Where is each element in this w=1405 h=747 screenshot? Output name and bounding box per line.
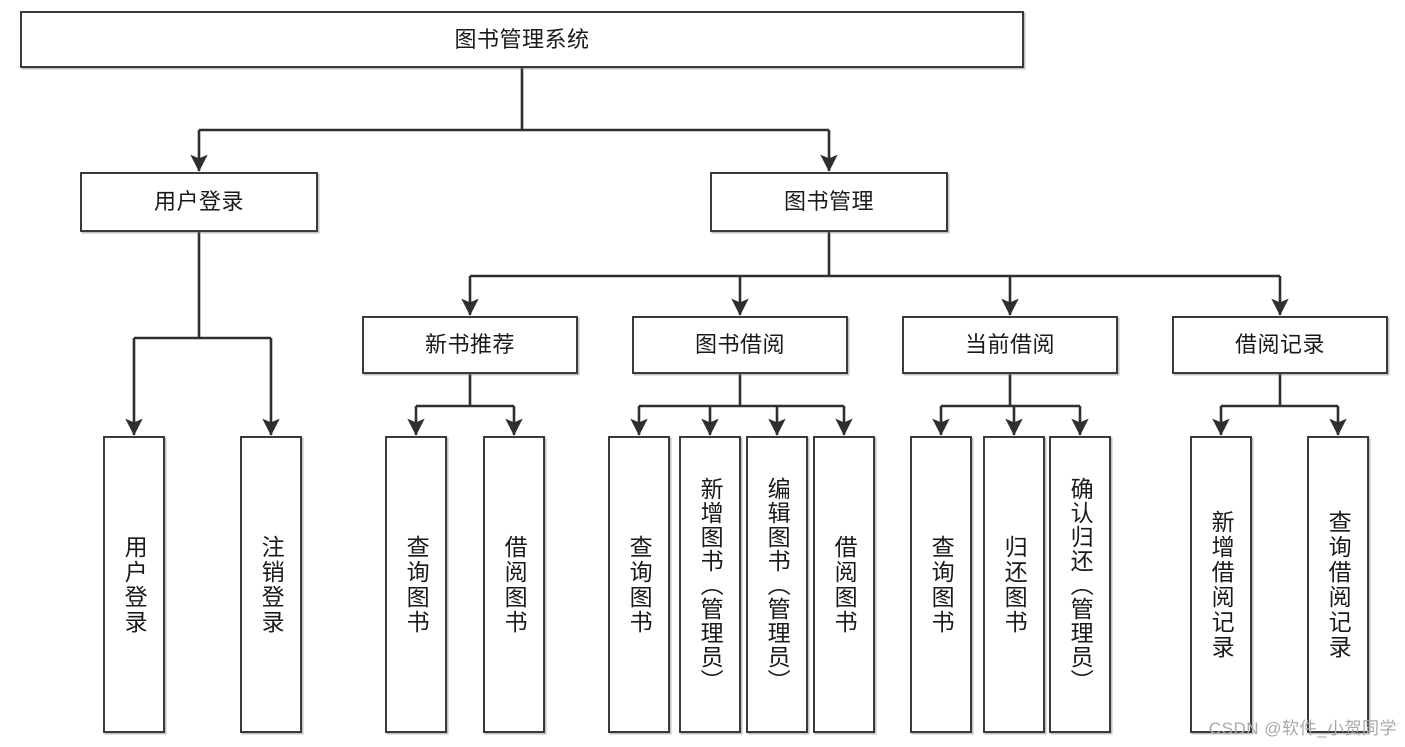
node-leaf-user-login[interactable]: 用户登录: [103, 436, 165, 733]
node-label: 借阅记录: [1234, 332, 1325, 358]
node-leaf-query-record[interactable]: 查询借阅记录: [1307, 436, 1369, 733]
node-leaf-query-book-2[interactable]: 查询图书: [608, 436, 670, 733]
node-leaf-add-book[interactable]: 新增图书（管理员）: [679, 436, 741, 733]
node-label: 新增图书（管理员）: [697, 476, 724, 693]
node-leaf-confirm-ret[interactable]: 确认归还（管理员）: [1049, 436, 1111, 733]
node-label: 用户登录: [121, 534, 148, 635]
node-label: 用户登录: [153, 189, 244, 215]
node-root[interactable]: 图书管理系统: [20, 11, 1024, 68]
node-label: 新书推荐: [424, 332, 515, 358]
node-leaf-logout[interactable]: 注销登录: [240, 436, 302, 733]
node-leaf-borrow-book-2[interactable]: 借阅图书: [813, 436, 875, 733]
node-new-book-rec[interactable]: 新书推荐: [362, 316, 578, 374]
node-leaf-return-book[interactable]: 归还图书: [983, 436, 1045, 733]
node-leaf-query-book-3[interactable]: 查询图书: [910, 436, 972, 733]
node-label: 编辑图书（管理员）: [764, 476, 791, 693]
node-leaf-borrow-book-1[interactable]: 借阅图书: [483, 436, 545, 733]
watermark-text: CSDN @软件_小贺同学: [1208, 719, 1397, 738]
node-user-login[interactable]: 用户登录: [80, 172, 318, 232]
node-label: 新增借阅记录: [1208, 509, 1235, 660]
node-leaf-add-record[interactable]: 新增借阅记录: [1190, 436, 1252, 733]
node-label: 查询图书: [626, 534, 653, 635]
node-label: 图书管理系统: [454, 26, 590, 52]
node-label: 注销登录: [258, 534, 285, 635]
node-label: 当前借阅: [964, 332, 1055, 358]
node-label: 查询图书: [403, 534, 430, 635]
node-leaf-edit-book[interactable]: 编辑图书（管理员）: [746, 436, 808, 733]
node-label: 借阅图书: [501, 534, 528, 635]
node-label: 借阅图书: [831, 534, 858, 635]
node-current-borrow[interactable]: 当前借阅: [902, 316, 1118, 374]
node-label: 归还图书: [1001, 534, 1028, 635]
node-book-manage[interactable]: 图书管理: [710, 172, 948, 232]
node-label: 图书管理: [783, 189, 874, 215]
node-label: 查询图书: [928, 534, 955, 635]
node-book-borrow[interactable]: 图书借阅: [632, 316, 848, 374]
node-label: 图书借阅: [694, 332, 785, 358]
node-leaf-query-book-1[interactable]: 查询图书: [385, 436, 447, 733]
node-borrow-record[interactable]: 借阅记录: [1172, 316, 1388, 374]
node-label: 查询借阅记录: [1325, 509, 1352, 660]
node-label: 确认归还（管理员）: [1067, 476, 1094, 693]
